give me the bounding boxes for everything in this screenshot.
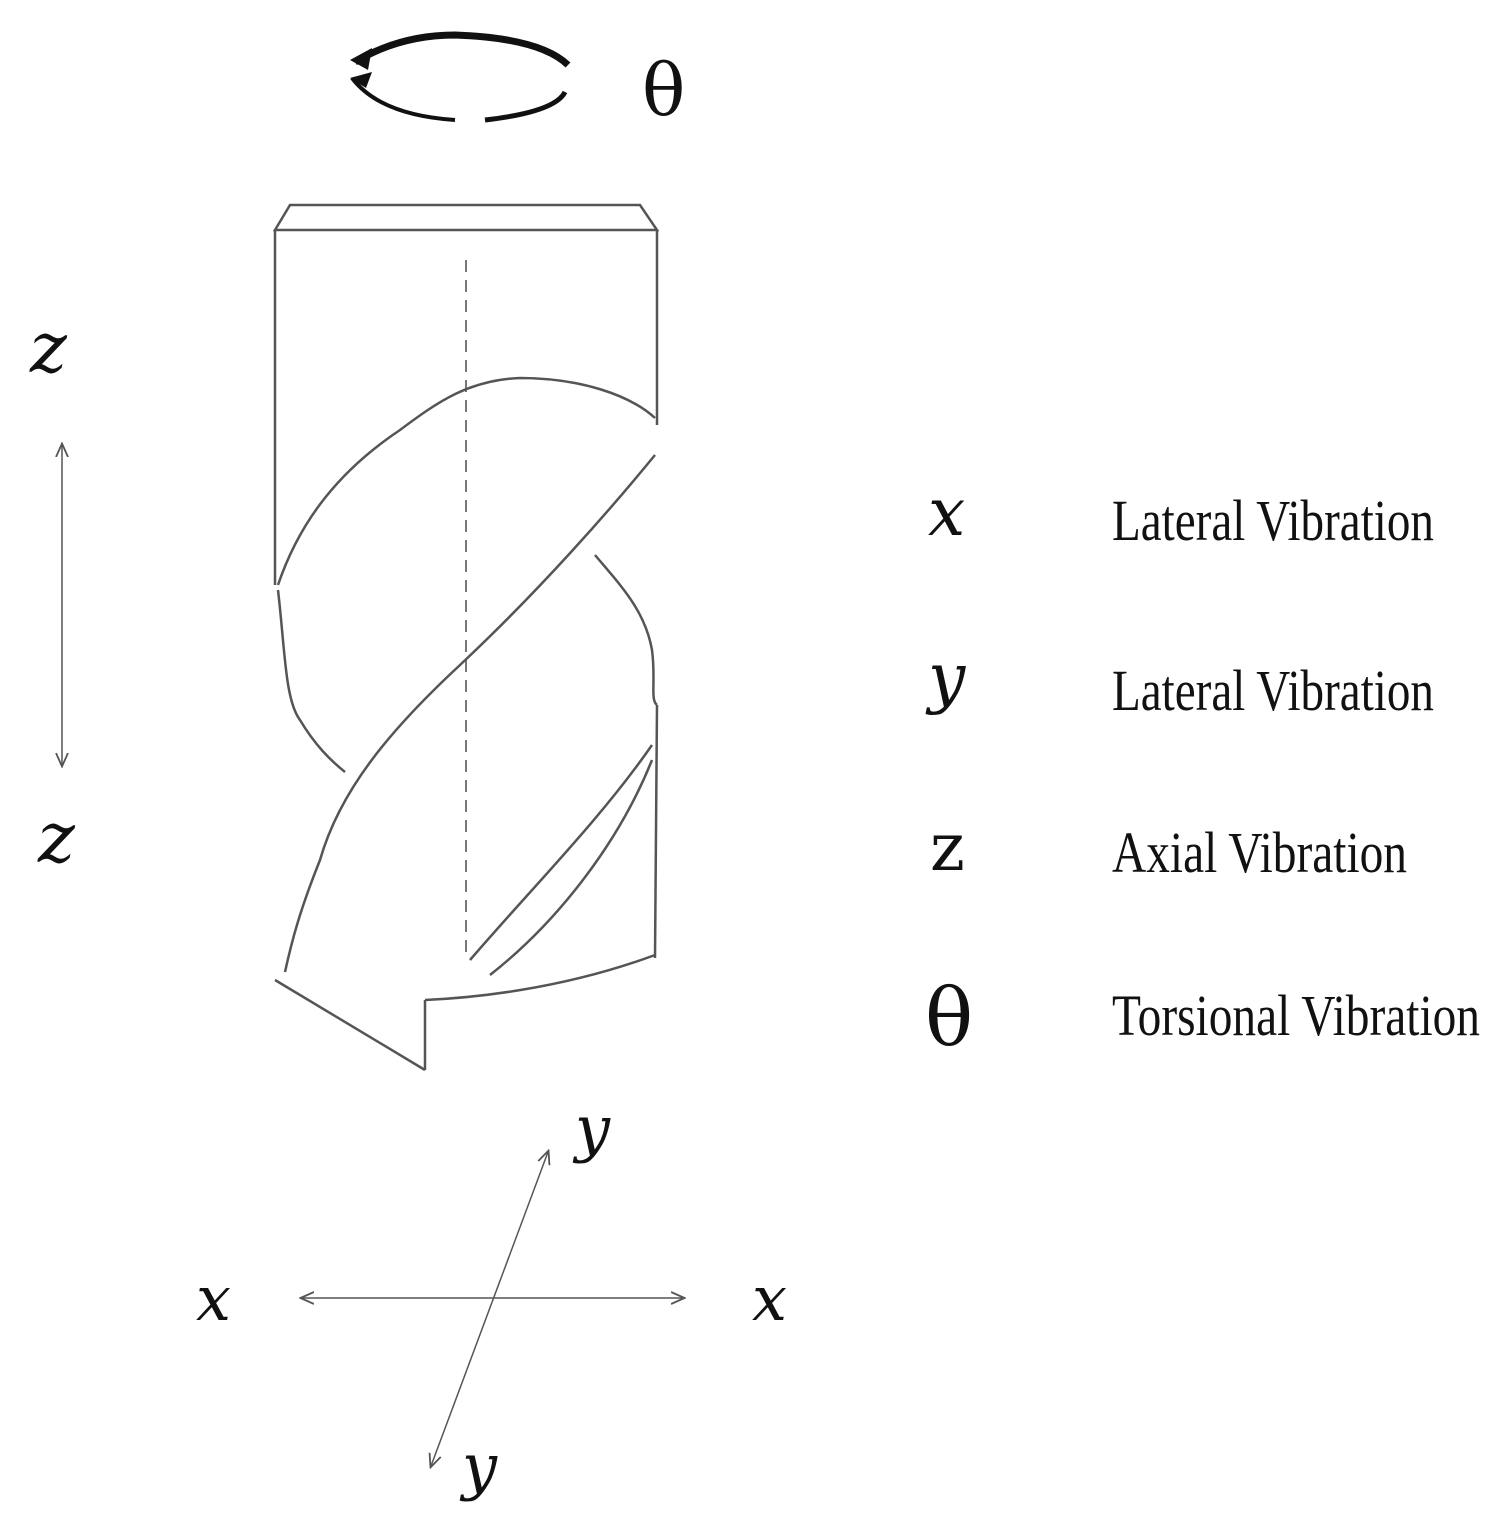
legend-symbol-z: z	[930, 809, 965, 886]
drill-illustration	[272, 203, 660, 1072]
z-bottom-label: z	[37, 797, 76, 879]
legend-label-y: Lateral Vibration	[1112, 658, 1434, 723]
legend-label-z: Axial Vibration	[1112, 820, 1407, 885]
legend-label-x: Lateral Vibration	[1112, 488, 1434, 553]
y-bottom-label: y	[459, 1430, 498, 1503]
legend-label-theta: Torsional Vibration	[1112, 983, 1480, 1048]
y-axis-arrow	[431, 1152, 548, 1466]
legend-symbol-theta: θ	[925, 971, 973, 1064]
y-top-label: y	[572, 1092, 611, 1165]
legend-symbol-x: x	[928, 474, 965, 551]
legend-symbol-y: y	[925, 639, 966, 716]
x-left-label: x	[196, 1262, 231, 1335]
z-top-label: z	[29, 307, 68, 389]
theta-rotation-label: θ	[642, 48, 685, 132]
x-right-label: x	[752, 1262, 787, 1335]
rotation-arrow-icon	[350, 31, 571, 123]
legend: x Lateral Vibration y Lateral Vibration …	[925, 474, 1480, 1064]
